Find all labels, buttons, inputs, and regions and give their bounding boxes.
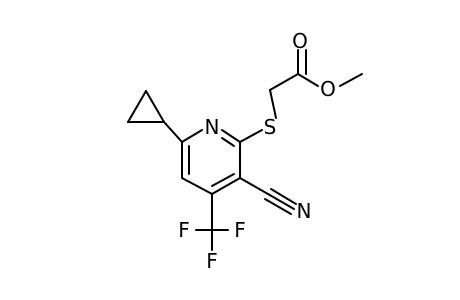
atom-n1-label: N xyxy=(205,115,220,139)
bond-s-ch2 xyxy=(269,89,277,119)
bond-ring-c3-c4-inner xyxy=(211,173,235,187)
atom-s1-label: S xyxy=(264,115,277,139)
bond-ring-c3-c4 xyxy=(211,177,241,195)
atom-f2-label: F xyxy=(234,218,246,242)
bond-c3-cn xyxy=(239,177,269,195)
bond-ch2-co xyxy=(269,73,299,91)
atom-f3-label: F xyxy=(206,249,218,273)
bond-cp-to-ring xyxy=(163,121,183,143)
bond-ring-c4-c5 xyxy=(181,177,213,195)
atom-f1-label: F xyxy=(178,218,190,242)
atom-o1-label: O xyxy=(292,29,308,53)
bond-cp-top-left xyxy=(127,90,147,123)
atom-n2-label: N xyxy=(297,199,312,223)
bond-ring-n1-c2 xyxy=(221,129,241,143)
bond-ring-n1-c2-inner xyxy=(221,137,235,147)
bond-cp-top-right xyxy=(145,90,165,123)
bond-cn-triple-c xyxy=(264,198,292,215)
bond-o2-me xyxy=(339,73,363,87)
bond-cn-triple-b xyxy=(270,188,297,205)
bond-cn-triple-a xyxy=(267,193,295,210)
bond-c2-s xyxy=(239,129,263,143)
bond-co-o2 xyxy=(297,73,319,87)
atom-o2-label: O xyxy=(320,77,336,101)
bond-ring-c6-n1 xyxy=(181,129,203,143)
